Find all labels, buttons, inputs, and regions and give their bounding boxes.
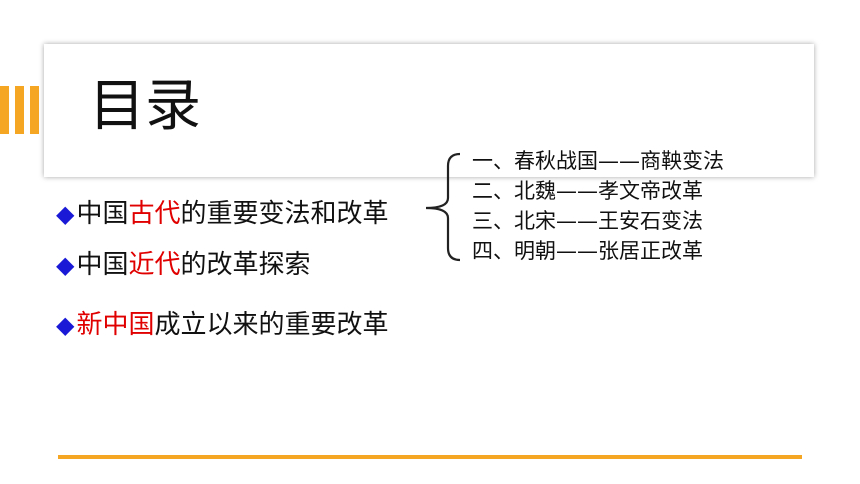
list-item: ◆中国近代的改革探索: [56, 248, 311, 282]
title-box: 目录: [44, 44, 814, 177]
sub-list-item: 四、明朝——张居正改革: [472, 239, 703, 263]
sub-list-item: 一、春秋战国——商鞅变法: [472, 149, 724, 173]
item-highlight: 近代: [128, 250, 181, 280]
diamond-bullet-icon: ◆: [56, 251, 75, 279]
list-item: ◆中国古代的重要变法和改革: [56, 197, 389, 231]
item-prefix: 中国: [76, 199, 129, 229]
diamond-bullet-icon: ◆: [56, 311, 75, 339]
item-prefix: 中国: [76, 250, 129, 280]
page-title: 目录: [89, 74, 201, 139]
divider: [58, 455, 802, 459]
stripe: [0, 86, 9, 134]
sub-list-item: 二、北魏——孝文帝改革: [472, 179, 703, 203]
item-suffix: 成立以来的重要改革: [154, 310, 389, 340]
decorative-stripes: [0, 86, 46, 134]
item-suffix: 的改革探索: [180, 250, 311, 280]
item-suffix: 的重要变法和改革: [180, 199, 389, 229]
diamond-bullet-icon: ◆: [56, 200, 75, 228]
list-item: ◆新中国成立以来的重要改革: [56, 308, 389, 342]
stripe: [15, 86, 24, 134]
item-highlight: 古代: [128, 199, 181, 229]
stripe: [30, 86, 39, 134]
sub-list-item: 三、北宋——王安石变法: [472, 209, 703, 233]
item-highlight: 新中国: [76, 310, 155, 340]
brace-icon: [425, 152, 461, 262]
